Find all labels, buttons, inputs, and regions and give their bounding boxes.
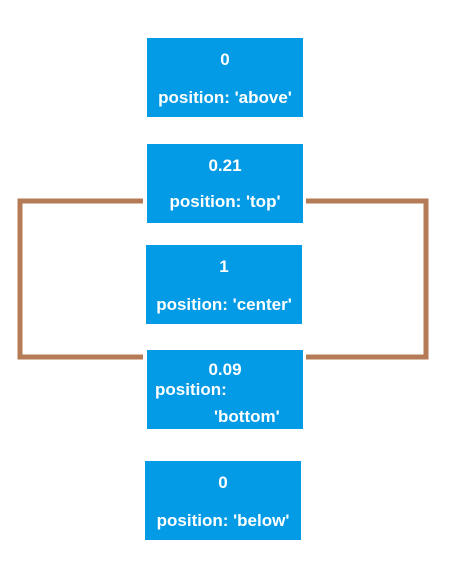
box-below-label: position: 'below' [156,511,290,530]
box-below-value: 0 [218,473,228,492]
box-above-value: 0 [220,50,230,69]
box-bottom-label-line1: position: [155,380,227,399]
box-position-top: 0.21 position: 'top' [147,144,303,223]
right-bracket-line [306,198,429,360]
box-center-value: 1 [219,257,229,276]
box-above-label: position: 'above' [158,88,292,107]
left-bracket-line [17,198,143,360]
box-bottom-value: 0.09 [208,360,242,379]
box-position-center: 1 position: 'center' [146,245,302,324]
box-position-bottom: 0.09 position: 'bottom' [147,350,303,429]
box-center-label: position: 'center' [156,295,292,314]
box-top-value: 0.21 [208,156,242,175]
box-position-above: 0 position: 'above' [147,38,303,117]
box-position-below: 0 position: 'below' [145,461,301,540]
box-top-label: position: 'top' [169,192,281,211]
box-bottom-label-line2: 'bottom' [214,407,280,426]
